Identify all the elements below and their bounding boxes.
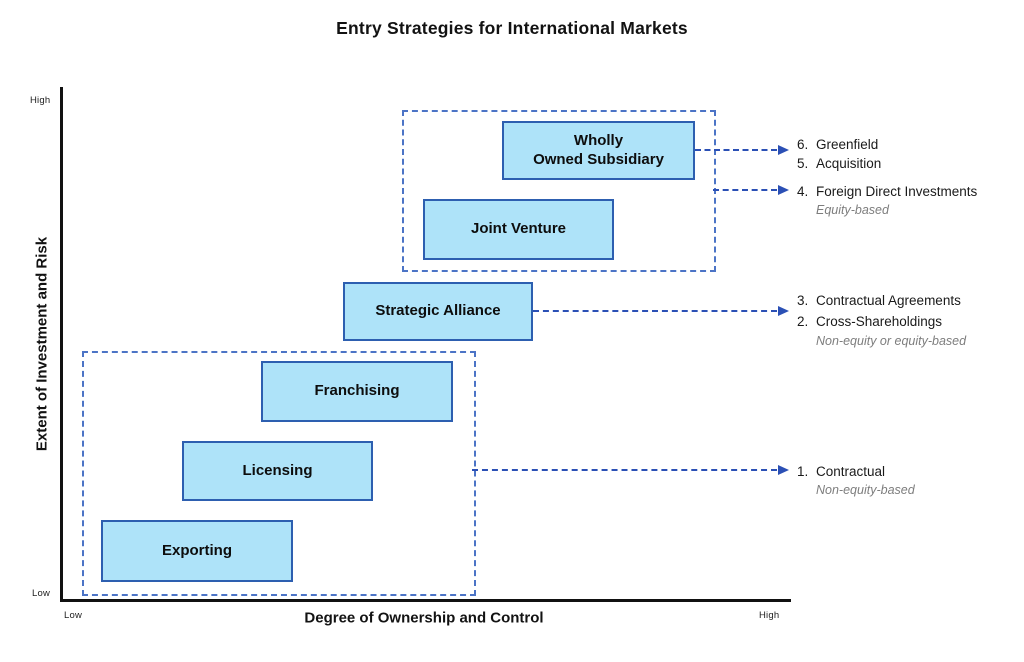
arrowhead-right-icon	[778, 145, 789, 155]
strategy-box-joint-venture: Joint Venture	[423, 199, 614, 260]
annotation-label: Contractual	[816, 464, 886, 479]
x-axis-line	[60, 599, 791, 602]
annotation-number: 6.	[797, 137, 809, 152]
x-axis-high-label: High	[759, 610, 780, 621]
connector-group-to-contractual	[472, 464, 789, 476]
annotation-label: Acquisition	[816, 156, 882, 171]
equity-group-dashed-box	[402, 110, 716, 272]
annotation-note: Equity-based	[816, 203, 889, 217]
annotation-row: 2. Cross-Shareholdings	[797, 311, 966, 332]
arrowhead-right-icon	[778, 465, 789, 475]
annotation-label: Greenfield	[816, 137, 879, 152]
y-axis-title: Extent of Investment and Risk	[33, 236, 51, 452]
annotation-number: 1.	[797, 464, 809, 479]
x-axis-low-label: Low	[64, 610, 83, 621]
annotation-label: Foreign Direct Investments	[816, 184, 978, 199]
arrowhead-right-icon	[778, 185, 789, 195]
x-axis-title: Degree of Ownership and Control	[304, 609, 544, 627]
annotation-number: 3.	[797, 293, 809, 308]
dashed-line	[695, 149, 777, 151]
annotation-row: 1. Contractual	[797, 462, 915, 481]
arrowhead-right-icon	[778, 306, 789, 316]
dashed-line	[472, 469, 777, 471]
non-equity-group-dashed-box	[82, 351, 476, 596]
connector-group-to-fdi	[713, 184, 789, 196]
strategy-box-franchising: Franchising	[261, 361, 453, 422]
annotation-note: Non-equity or equity-based	[816, 334, 967, 348]
annotation-group-greenfield-acquisition: 6. Greenfield 5. Acquisition	[797, 135, 881, 173]
strategy-box-wholly-owned-subsidiary: Wholly Owned Subsidiary	[502, 121, 695, 180]
annotation-label: Contractual Agreements	[816, 293, 961, 308]
strategy-box-licensing: Licensing	[182, 441, 373, 501]
page-title: Entry Strategies for International Marke…	[336, 18, 688, 38]
y-axis-line	[60, 87, 63, 601]
annotation-number: 2.	[797, 314, 809, 329]
annotation-group-contractual: 1. Contractual Non-equity-based	[797, 462, 915, 497]
annotation-number: 4.	[797, 184, 809, 199]
strategy-box-exporting: Exporting	[101, 520, 293, 582]
connector-wos-to-greenfield	[695, 144, 789, 156]
annotation-row: 4. Foreign Direct Investments	[797, 182, 977, 201]
annotation-row: 6. Greenfield	[797, 135, 881, 154]
dashed-line	[533, 310, 777, 312]
annotation-label: Cross-Shareholdings	[816, 314, 943, 329]
annotation-row: 5. Acquisition	[797, 154, 881, 173]
strategy-box-strategic-alliance: Strategic Alliance	[343, 282, 533, 341]
y-axis-high-label: High	[30, 95, 51, 106]
annotation-number: 5.	[797, 156, 809, 171]
annotation-note: Non-equity-based	[816, 483, 915, 497]
dashed-line	[713, 189, 777, 191]
annotation-row: 3. Contractual Agreements	[797, 290, 966, 311]
y-axis-low-label: Low	[32, 588, 51, 599]
connector-alliance-to-contractual-agreements	[533, 305, 789, 317]
annotation-group-fdi: 4. Foreign Direct Investments Equity-bas…	[797, 182, 977, 217]
annotation-group-contractual-agreements: 3. Contractual Agreements 2. Cross-Share…	[797, 290, 966, 348]
